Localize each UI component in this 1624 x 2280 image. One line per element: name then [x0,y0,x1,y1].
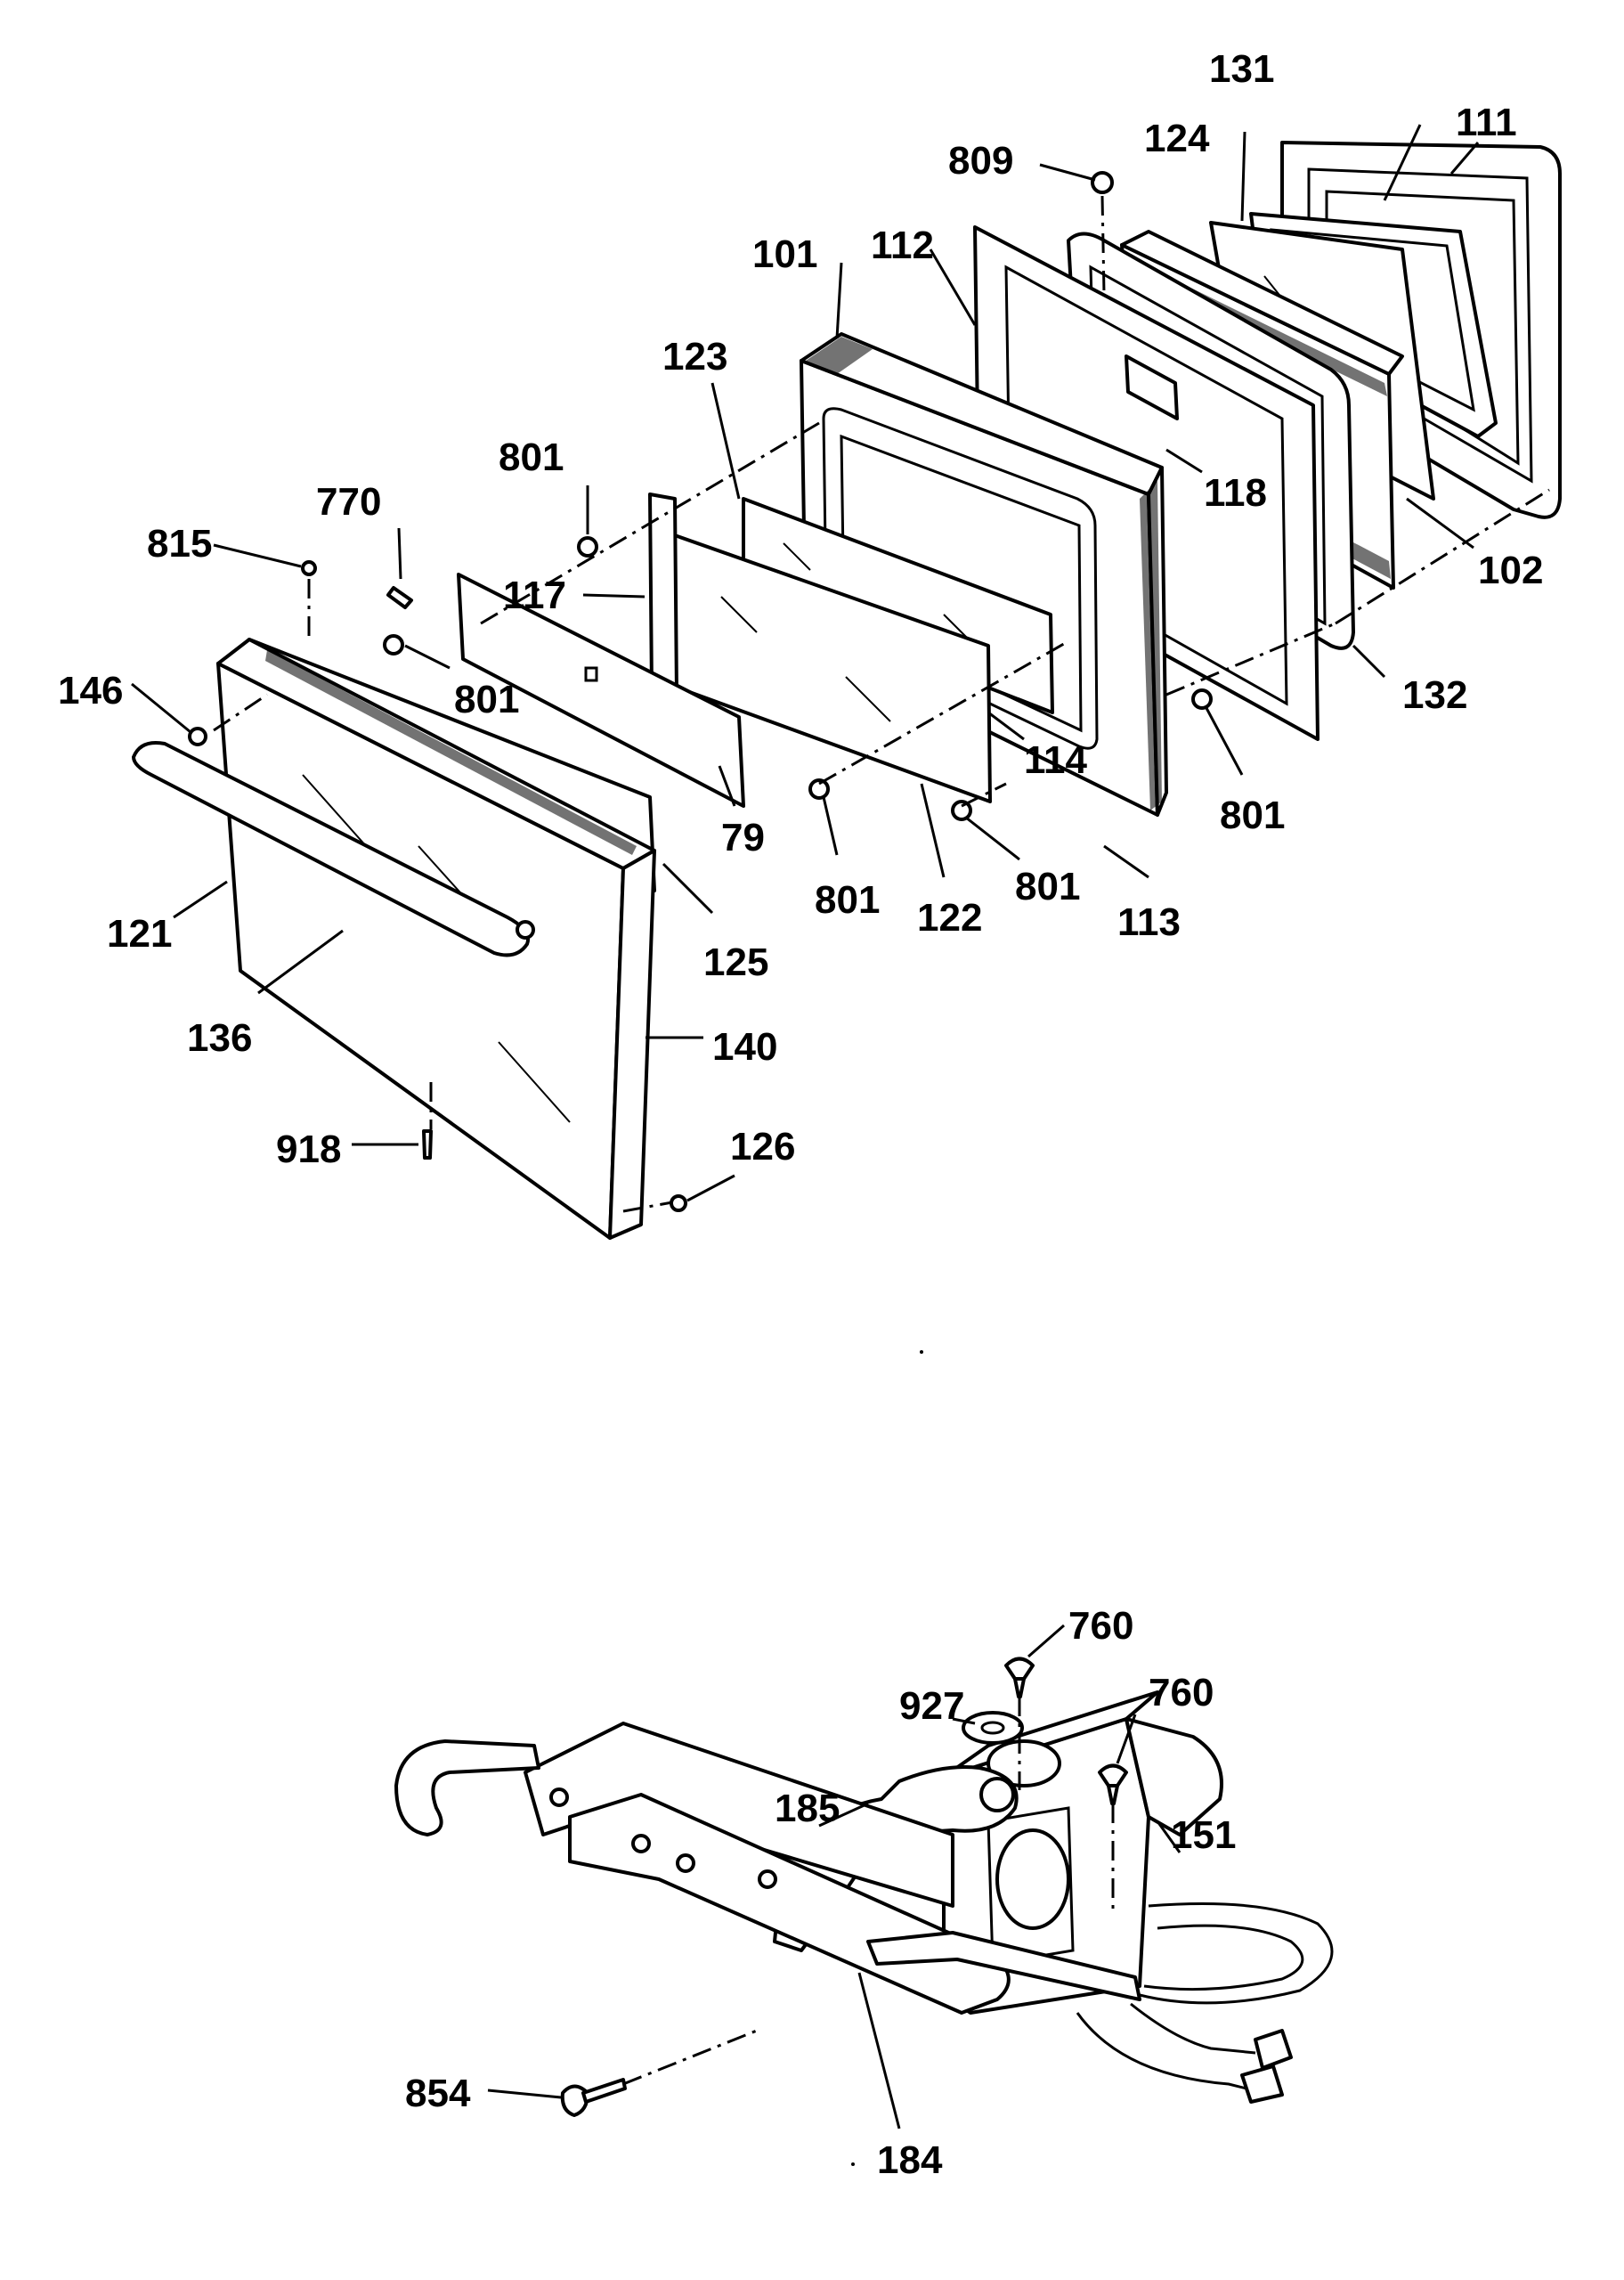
callout-79: 79 [721,816,765,859]
callout-136: 136 [187,1016,252,1060]
leader-lines [131,124,1480,1202]
callout-140: 140 [712,1025,777,1069]
specks [851,1350,923,2166]
callout-102: 102 [1478,549,1543,592]
callout-770: 770 [316,480,381,524]
callout-151: 151 [1171,1813,1236,1857]
part-151-motor [942,1690,1334,2104]
callout-801-a: 801 [499,436,564,479]
callout-126: 126 [730,1125,795,1168]
callout-760-a: 760 [1068,1604,1133,1648]
callout-146: 146 [58,669,123,712]
fasteners [188,171,1213,1212]
part-184-hook-rod [394,1739,1141,2001]
callout-801-c: 801 [1220,794,1285,837]
callout-112: 112 [871,224,934,267]
callout-131: 131 [1209,47,1274,91]
callout-132: 132 [1402,673,1467,717]
callout-121: 121 [107,912,172,956]
oven-door-assembly [131,124,1562,1240]
callout-815: 815 [147,522,212,566]
part-136-handle [132,741,530,957]
part-140-outer-door [216,638,656,1240]
callout-111: 111 [1456,101,1517,144]
part-79-shield [457,573,745,808]
latch-leader-lines [487,1624,1181,2129]
alignment-lines [213,195,1550,1213]
callout-123: 123 [662,335,727,379]
callout-760-b: 760 [1149,1671,1214,1714]
callout-927: 927 [899,1684,964,1728]
callout-117: 117 [503,574,566,617]
callout-809: 809 [948,139,1013,183]
part-117-bracket [648,493,678,696]
latch-bracket [524,1722,1011,2015]
callout-labels: 111 131 124 809 101 112 123 118 102 801 … [58,47,1543,2182]
callout-101: 101 [752,232,817,276]
callout-125: 125 [703,940,768,984]
callout-854: 854 [405,2072,471,2115]
callout-801-d: 801 [815,878,880,922]
callout-801-b: 801 [454,678,519,721]
callout-114: 114 [1024,738,1088,782]
door-latch-assembly [394,1624,1334,2129]
callout-124: 124 [1144,117,1210,160]
callout-118: 118 [1204,471,1267,515]
callout-113: 113 [1117,900,1181,944]
callout-801-e: 801 [1015,865,1080,908]
callout-918: 918 [276,1128,341,1171]
callout-185: 185 [775,1787,840,1830]
callout-184: 184 [877,2138,943,2182]
latch-alignment-lines [622,1697,1115,2086]
callout-122: 122 [917,896,982,940]
